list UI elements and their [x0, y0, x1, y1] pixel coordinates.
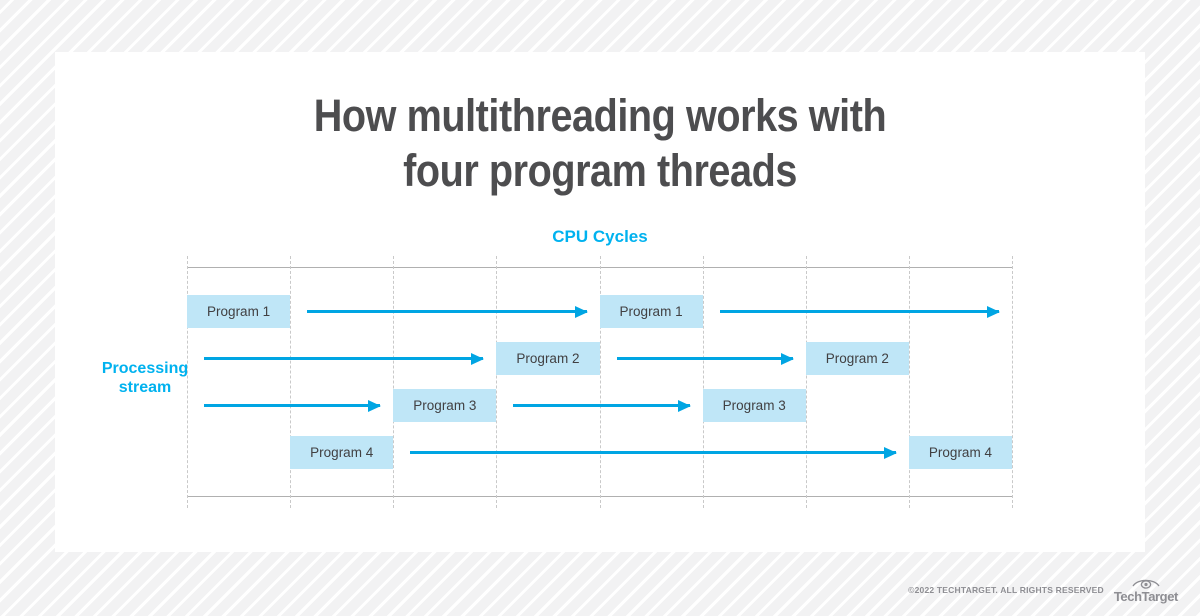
eye-icon: [1132, 579, 1160, 589]
page-title-line-2: four program threads: [403, 145, 797, 196]
timeline-row: Program 2 Program 2: [187, 331, 1012, 387]
execution-arrow: [204, 352, 485, 365]
page-title-line-1: How multithreading works with: [313, 90, 887, 141]
gridline: [496, 256, 498, 508]
execution-arrow: [513, 399, 691, 412]
techtarget-wordmark: TechTarget: [1113, 589, 1179, 604]
y-axis-title: Processing stream: [75, 359, 215, 397]
techtarget-logo: TechTarget: [1114, 577, 1178, 603]
program-block: Program 1: [599, 295, 703, 328]
gridline: [599, 256, 601, 508]
program-block: Program 2: [805, 342, 909, 375]
gridline: [1012, 256, 1013, 508]
execution-arrow: [616, 352, 795, 365]
gridline: [702, 256, 704, 508]
gridline: [908, 256, 910, 508]
timeline-plot-area: Program 1 Program 1 Program 2 Program 2 Pr…: [187, 256, 1013, 508]
execution-arrow: [204, 399, 382, 412]
program-block: Program 1: [187, 295, 291, 328]
footer: ©2022 TECHTARGET. ALL RIGHTS RESERVED Te…: [0, 570, 1190, 610]
x-axis-title: CPU Cycles: [552, 227, 648, 246]
y-axis-title-line-1: Processing: [101, 360, 189, 377]
execution-arrow: [410, 446, 897, 459]
gridline: [393, 256, 395, 508]
timeline-row: Program 1 Program 1: [187, 284, 1012, 340]
program-block: Program 4: [908, 436, 1012, 469]
program-block: Program 3: [702, 389, 806, 422]
execution-arrow: [719, 305, 1001, 318]
page-title: How multithreading works with four progr…: [120, 88, 1079, 198]
gridline: [290, 256, 292, 508]
gridline: [805, 256, 807, 508]
program-block: Program 3: [393, 389, 497, 422]
program-block: Program 4: [290, 436, 394, 469]
program-block: Program 2: [496, 342, 600, 375]
timeline-row: Program 4 Program 4: [187, 425, 1012, 481]
timeline-row: Program 3 Program 3: [187, 378, 1012, 434]
copyright-text: ©2022 TECHTARGET. ALL RIGHTS RESERVED: [908, 585, 1104, 595]
gridline: [187, 256, 188, 508]
execution-arrow: [307, 305, 588, 318]
infographic-card: How multithreading works with four progr…: [55, 52, 1145, 552]
y-axis-title-line-2: stream: [118, 379, 172, 396]
